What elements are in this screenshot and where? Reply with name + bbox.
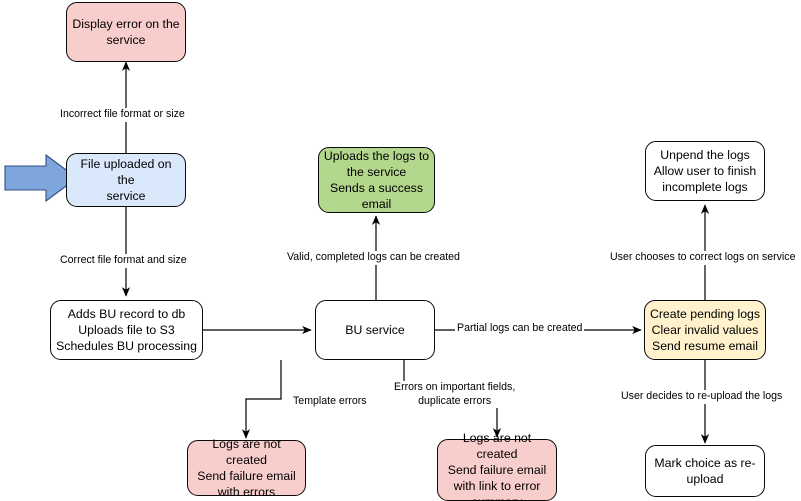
edge-label-user-reuploads: User decides to re-upload the logs bbox=[619, 390, 785, 404]
edge-label-important-field-errors: Errors on important fields,duplicate err… bbox=[392, 381, 518, 408]
edge-label-incorrect-format: Incorrect file format or size bbox=[58, 108, 187, 122]
edge-label-correct-format: Correct file format and size bbox=[58, 254, 189, 268]
edge-bu-service-to-logs-not-created-errors bbox=[241, 360, 282, 439]
edge-label-valid-logs: Valid, completed logs can be created bbox=[285, 251, 462, 265]
edge-label-partial-logs: Partial logs can be created bbox=[455, 322, 585, 336]
edge-label-user-corrects: User chooses to correct logs on service bbox=[608, 251, 798, 265]
node-bu-service-label: BU service bbox=[345, 323, 405, 337]
node-mark-choice-reupload[interactable]: Mark choice as re-upload bbox=[645, 445, 765, 497]
node-bu-service[interactable]: BU service bbox=[315, 300, 435, 360]
node-mark-choice-reupload-label: Mark choice as re-upload bbox=[654, 456, 756, 486]
edge-label-template-errors: Template errors bbox=[291, 395, 369, 409]
